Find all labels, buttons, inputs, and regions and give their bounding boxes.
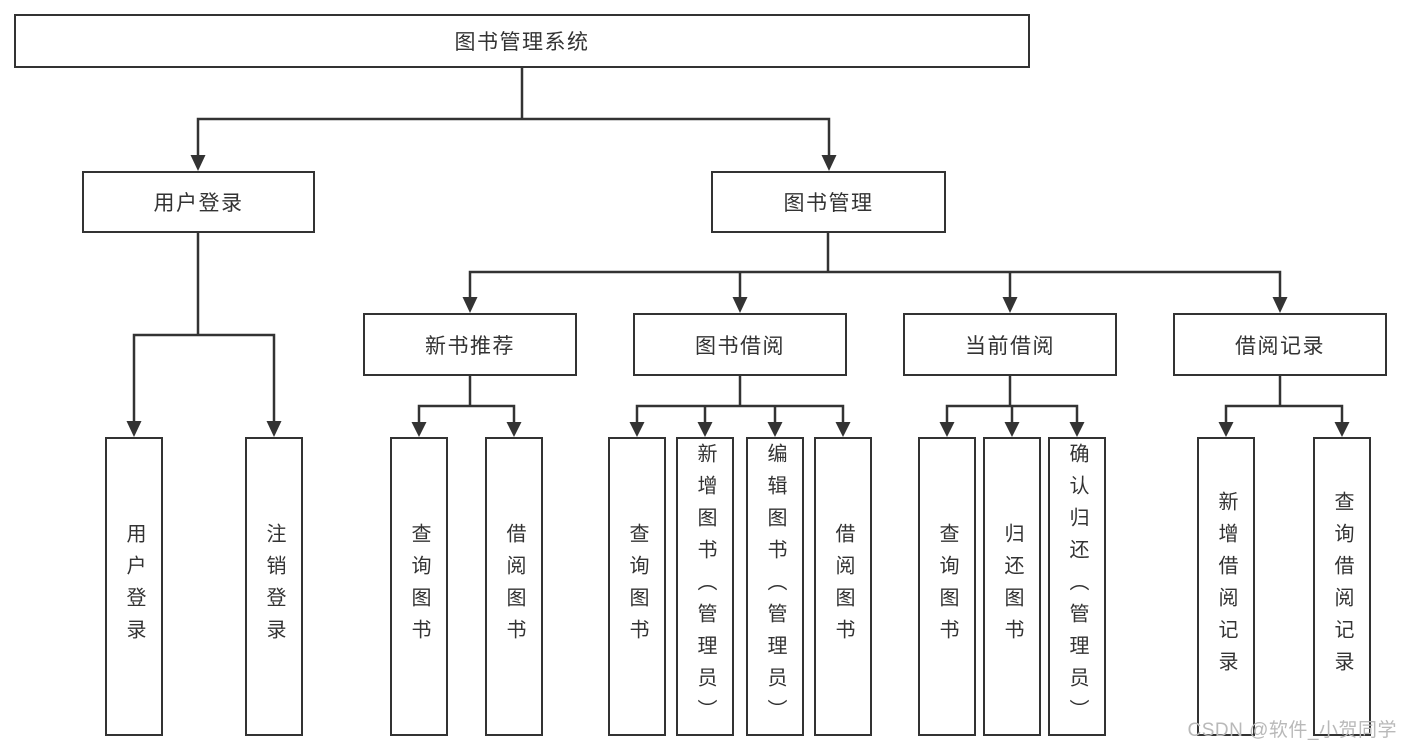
leaf-query-books-current: 查询图书 bbox=[918, 437, 976, 736]
leaf-label: 借阅图书 bbox=[832, 522, 854, 651]
leaf-label: 新增图书（管理员） bbox=[694, 442, 716, 731]
node-label: 借阅记录 bbox=[1235, 334, 1325, 358]
node-book-management: 图书管理 bbox=[711, 171, 946, 233]
node-new-book-recommend: 新书推荐 bbox=[363, 313, 577, 376]
leaf-label: 确认归还（管理员） bbox=[1066, 442, 1088, 731]
node-current-borrow: 当前借阅 bbox=[903, 313, 1117, 376]
node-label: 新书推荐 bbox=[425, 334, 515, 358]
node-label: 图书管理系统 bbox=[454, 31, 590, 54]
leaf-query-borrow-record: 查询借阅记录 bbox=[1313, 437, 1371, 736]
leaf-query-books-recommend: 查询图书 bbox=[390, 437, 448, 736]
node-label: 当前借阅 bbox=[965, 334, 1055, 358]
leaf-label: 归还图书 bbox=[1001, 522, 1023, 651]
leaf-confirm-return-admin: 确认归还（管理员） bbox=[1048, 437, 1106, 736]
node-root-library-system: 图书管理系统 bbox=[14, 14, 1030, 68]
node-user-login: 用户登录 bbox=[82, 171, 315, 233]
leaf-label: 编辑图书（管理员） bbox=[764, 442, 786, 731]
node-borrow-record: 借阅记录 bbox=[1173, 313, 1387, 376]
arrowheads bbox=[126, 155, 1350, 437]
leaf-borrow-books: 借阅图书 bbox=[814, 437, 872, 736]
leaf-return-books: 归还图书 bbox=[983, 437, 1041, 736]
leaf-label: 用户登录 bbox=[123, 522, 145, 651]
node-label: 用户登录 bbox=[153, 192, 244, 215]
leaf-label: 借阅图书 bbox=[503, 522, 525, 651]
leaf-logout: 注销登录 bbox=[245, 437, 303, 736]
node-label: 图书借阅 bbox=[695, 334, 785, 358]
node-label: 图书管理 bbox=[783, 192, 874, 215]
leaf-label: 查询图书 bbox=[936, 522, 958, 651]
node-book-borrow: 图书借阅 bbox=[633, 313, 847, 376]
leaf-label: 查询图书 bbox=[626, 522, 648, 651]
leaf-add-borrow-record: 新增借阅记录 bbox=[1197, 437, 1255, 736]
leaf-label: 查询图书 bbox=[408, 522, 430, 651]
leaf-label: 注销登录 bbox=[263, 522, 285, 651]
csdn-watermark: CSDN @软件_小贺同学 bbox=[1187, 720, 1397, 741]
leaf-add-books-admin: 新增图书（管理员） bbox=[676, 437, 734, 736]
leaf-borrow-books-recommend: 借阅图书 bbox=[485, 437, 543, 736]
leaf-query-books-borrow: 查询图书 bbox=[608, 437, 666, 736]
leaf-user-login: 用户登录 bbox=[105, 437, 163, 736]
leaf-label: 新增借阅记录 bbox=[1215, 490, 1237, 683]
leaf-label: 查询借阅记录 bbox=[1331, 490, 1353, 683]
leaf-edit-books-admin: 编辑图书（管理员） bbox=[746, 437, 804, 736]
